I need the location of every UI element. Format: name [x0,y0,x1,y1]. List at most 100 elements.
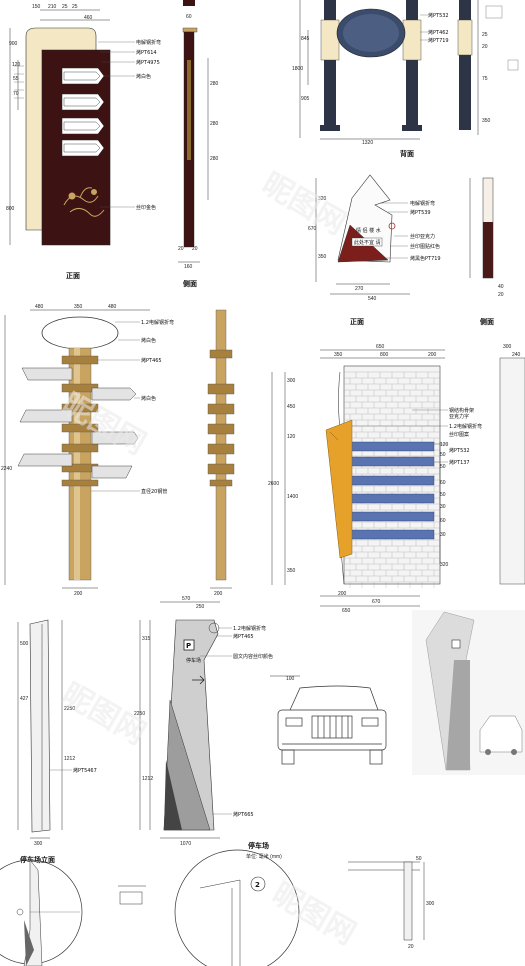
wall-note-2: 烤PT532 [449,447,470,454]
park-dim-2: 1212 [64,756,75,762]
panel-directional-pole: 480 350 480 2240 200 1.2电解钢折弯 [1,304,235,597]
park-note-0: 1.2电解钢折弯 [233,625,266,632]
pole-dim-1: 350 [74,304,83,310]
dim-top-4: 460 [84,15,93,21]
gw-dim-6: 25 [482,32,488,38]
slat-dim-0: 120 [440,442,449,448]
tri-dim-2: 350 [318,254,327,260]
wall-left-2: 120 [287,434,296,440]
wall-note-4: 亚克力字 [449,413,469,420]
wall-left-0: 300 [287,378,296,384]
tri-note-2: 丝印亚克力 [410,233,435,240]
park-dim-7: 315 [142,636,151,642]
park-sign-text: 停车场 [186,657,201,664]
wall-top-3: 200 [428,352,437,358]
gw-dim-3: 1320 [362,140,373,146]
dim-left-3: 70 [13,91,19,97]
wall-top-2: 800 [380,352,389,358]
dim-top-1: 210 [48,4,57,10]
wall-left-4: 350 [287,568,296,574]
tri-dim-6: 20 [498,292,504,298]
panel-gateway: 845 1800 905 1320 背面 烤PT532 烤PT462 烤PT71… [292,0,519,158]
pole-arrows [17,367,139,479]
dim-left-4: 800 [6,206,15,212]
gw-dim-7: 20 [482,44,488,50]
side-dim-4: 20 [178,246,184,252]
slat-dim-5: 30 [440,504,446,510]
dim-top-2: 25 [62,4,68,10]
dim-left-2: 55 [13,76,19,82]
pole-rings [61,355,99,487]
park-title-main: 停车场 [248,841,269,850]
gw-dim-1: 1800 [292,66,303,72]
wall-note-5: 丝印图案 [449,431,469,438]
wall-top-0: 650 [376,344,385,350]
title-front: 正面 [66,272,80,280]
park-dim-1: 427 [20,696,29,702]
pole-note-2: 烤PT465 [141,357,162,364]
park-dim-9: 1212 [142,776,153,782]
park-dim-3: 2250 [64,706,75,712]
wall-top-1: 350 [334,352,343,358]
note-4: 丝印金色 [136,204,156,211]
park-dim-8: 2250 [134,711,145,717]
panel-triangle-sign: 320 670 350 情 侣 楼 水 此处不宜 请 270 540 电解钢折弯… [308,174,504,326]
tri-dim-3: 270 [355,286,364,292]
park-subtitle: 单位: 毫米 (mm) [246,853,282,860]
park-dim-5: 570 [182,596,191,602]
title-side: 侧面 [183,279,197,288]
panel-directory-sign: 150 210 25 25 460 900 120 55 70 800 [6,0,219,288]
gold-ornament [63,187,105,217]
tri-title-side: 侧面 [480,317,494,326]
wall-left-1: 450 [287,404,296,410]
side-dim-2: 280 [210,121,219,127]
note-1: 烤PT614 [136,49,157,56]
watermark-3: 昵图网 [56,677,151,752]
gw-dim-2: 905 [301,96,310,102]
slat-dim-4: 50 [440,492,446,498]
park-dim-6: 250 [196,604,205,610]
directory-plates [61,67,105,157]
tri-note-0: 电解钢折弯 [410,200,435,207]
pole-dim-2: 480 [108,304,117,310]
panel-wall-sign: 650 350 800 200 300 240 300 450 120 1400… [268,344,525,614]
dim-top-0: 150 [32,4,41,10]
panel-details: 2 50 300 20 [0,849,435,966]
tri-sign-line-0: 情 侣 楼 水 [356,227,381,234]
park-dim-10: 1070 [180,841,191,847]
park-dim-4: 300 [34,841,43,847]
pole-note-3: 烤白色 [141,395,156,402]
tri-note-4: 烤黑色PT719 [410,255,441,262]
gw-dim-4: 350 [482,118,491,124]
wall-bottom-1: 670 [372,599,381,605]
watermark-layer: 昵图网 昵图网 昵图网 昵图网 [56,167,361,952]
park-note-3: 烤PT665 [233,811,254,818]
wall-note-3: 烤PT137 [449,459,470,466]
park-dim-11: 100 [286,676,295,682]
tri-title-front: 正面 [350,318,364,326]
gw-title: 背面 [400,149,414,158]
slat-dim-6: 60 [440,518,446,524]
dim-left-1: 120 [12,62,21,68]
watermark-4: 昵图网 [266,877,361,952]
note-0: 电解钢折弯 [136,39,161,46]
slat-dim-3: 60 [440,480,446,486]
car-front [277,685,387,765]
wall-notes: 钢结构骨架 1.2电解钢折弯 烤PT532 烤PT137 亚克力字 丝印图案 [352,407,482,466]
watermark-2: 昵图网 [256,167,351,242]
tri-dim-4: 540 [368,296,377,302]
dim-left-0: 900 [9,41,18,47]
wall-bottom-2: 650 [342,608,351,614]
panel-parking-sign: 500 427 1212 2250 烤PT5467 300 停车场立面 570 … [17,596,525,864]
park-note-1: 烤PT465 [233,633,254,640]
pole-dim-5: 200 [214,591,223,597]
park-title-elev: 停车场立面 [20,855,55,864]
park-notes: 1.2电解钢折弯 烤PT465 圆文内容丝印颜色 烤PT665 [200,625,273,818]
dim-top-3: 25 [72,4,78,10]
pole-dim-4: 200 [74,591,83,597]
detail-dim-1: 300 [426,901,435,907]
pole-notes: 1.2电解钢折弯 烤白色 烤PT465 烤白色 直径20钢管 [91,319,174,495]
tri-notes: 电解钢折弯 烤PT539 丝印亚克力 丝印图贴红色 烤黑色PT719 [380,200,441,262]
tri-note-3: 丝印图贴红色 [410,243,440,250]
park-note-elev: 烤PT5467 [73,767,97,774]
